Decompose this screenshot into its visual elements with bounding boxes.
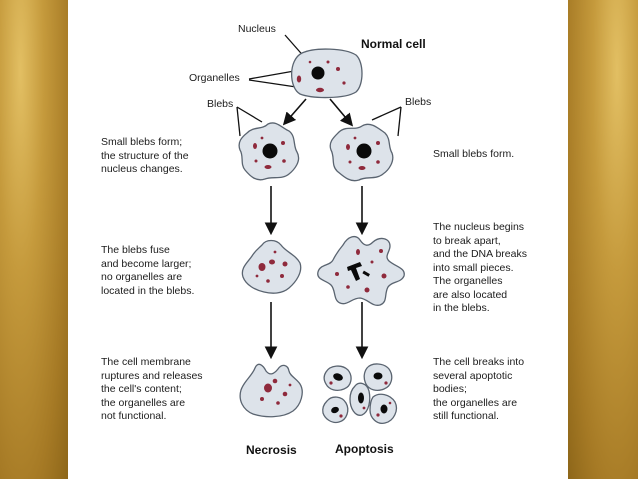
- apoptotic-bodies: [322, 363, 398, 424]
- apoptosis-note-3: The cell breaks into several apoptotic b…: [433, 356, 524, 424]
- note-line: not functional.: [101, 410, 167, 422]
- blebs-label-left: Blebs: [207, 98, 234, 110]
- note-line: nucleus changes.: [101, 163, 183, 175]
- note-line: the organelles are: [101, 396, 186, 409]
- necrosis-note-2: The blebs fuse and become larger; no org…: [101, 244, 194, 298]
- apoptosis-heading: Apoptosis: [335, 442, 394, 456]
- note-line: in the blebs.: [433, 302, 490, 314]
- necrosis-note-3: The cell membrane ruptures and releases …: [101, 356, 203, 424]
- necrosis-heading: Necrosis: [246, 443, 297, 457]
- note-line: several apoptotic: [433, 369, 513, 382]
- note-line: bodies;: [433, 383, 467, 395]
- note-line: the cell's content;: [101, 383, 182, 395]
- note-line: located in the blebs.: [101, 284, 195, 297]
- note-line: are also located: [433, 288, 508, 301]
- apoptosis-cell-stage-1: [329, 123, 394, 182]
- note-line: The cell membrane: [101, 356, 191, 368]
- normal-cell: [290, 48, 363, 99]
- note-line: ruptures and releases: [101, 369, 203, 382]
- left-decorative-border: [0, 0, 68, 479]
- note-line: the structure of the: [101, 149, 189, 162]
- normal-cell-heading: Normal cell: [361, 37, 426, 51]
- blebs-label-right: Blebs: [405, 96, 432, 108]
- apoptosis-note-1: Small blebs form.: [433, 148, 514, 162]
- bleb-pointer-l1: [236, 106, 241, 137]
- nucleus-label: Nucleus: [238, 23, 276, 35]
- note-line: the organelles are: [433, 396, 518, 409]
- note-line: Small blebs form;: [101, 136, 183, 148]
- note-line: Small blebs form.: [433, 148, 515, 160]
- necrosis-cell-stage-1: [238, 122, 300, 181]
- apoptosis-cell-stage-2: [317, 235, 405, 306]
- note-line: The cell breaks into: [433, 356, 525, 368]
- organelles-label: Organelles: [189, 72, 240, 84]
- right-decorative-border: [568, 0, 638, 479]
- note-line: and the DNA breaks: [433, 248, 527, 260]
- necrosis-cell-ruptured: [239, 363, 303, 418]
- bleb-pointer-l2: [236, 106, 263, 123]
- arrow-to-apoptosis-branch: [329, 98, 354, 127]
- note-line: and become larger;: [101, 257, 192, 270]
- bleb-pointer-r1: [371, 106, 402, 121]
- note-line: still functional.: [433, 410, 499, 422]
- note-line: into small pieces.: [433, 261, 514, 274]
- note-line: no organelles are: [101, 271, 183, 283]
- arrow-to-necrosis-branch: [282, 98, 307, 126]
- note-line: The organelles: [433, 275, 503, 287]
- necrosis-cell-stage-2: [241, 239, 302, 294]
- note-line: The blebs fuse: [101, 244, 170, 256]
- apoptosis-note-2: The nucleus begins to break apart, and t…: [433, 221, 527, 316]
- nucleus-normal: [311, 66, 325, 80]
- necrosis-note-1: Small blebs form; the structure of the n…: [101, 136, 189, 177]
- note-line: to break apart,: [433, 234, 501, 247]
- note-line: The nucleus begins: [433, 221, 525, 233]
- bleb-pointer-r2: [397, 106, 402, 137]
